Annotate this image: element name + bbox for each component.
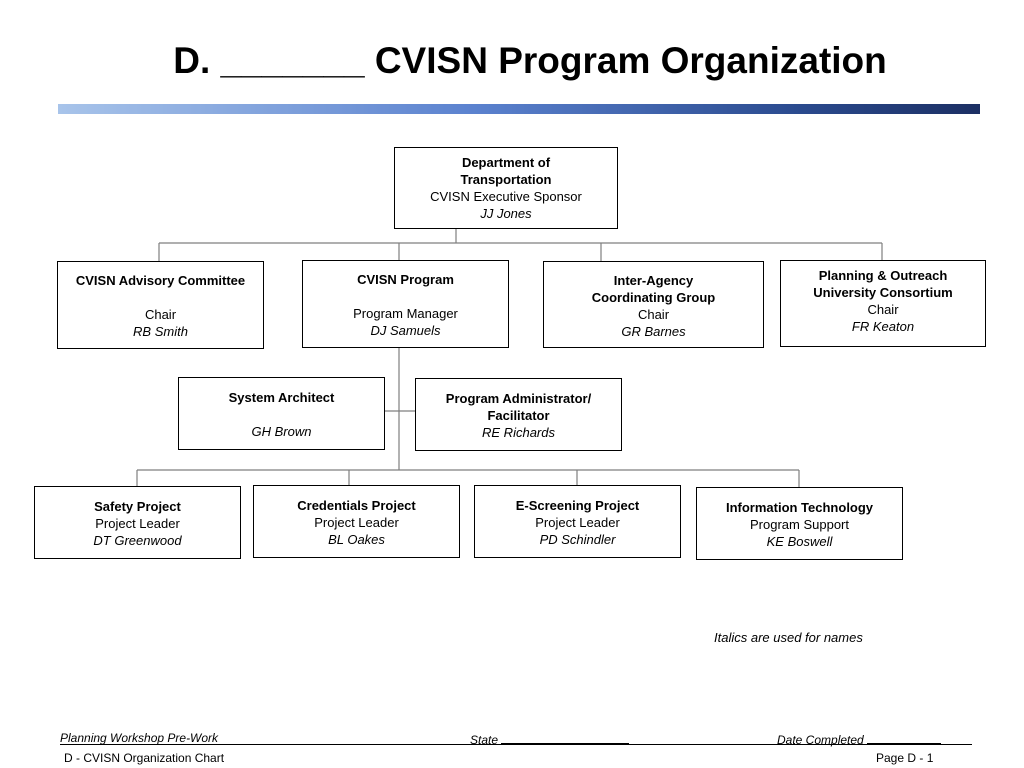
footer-date-label: Date Completed: [777, 733, 864, 747]
system-architect-box: System Architect GH Brown: [178, 377, 385, 450]
it-support-box: Information Technology Program Support K…: [696, 487, 903, 560]
dot-role: CVISN Executive Sponsor: [430, 189, 582, 204]
interagency-role: Chair: [637, 307, 670, 322]
admin-line2: Facilitator: [487, 408, 550, 423]
planning-name: FR Keaton: [851, 319, 915, 334]
advisory-name: RB Smith: [133, 324, 188, 339]
credentials-role: Project Leader: [314, 515, 399, 530]
state-blank: [501, 731, 630, 744]
safety-title: Safety Project: [94, 499, 181, 514]
footer-workshop: Planning Workshop Pre-Work: [60, 731, 218, 745]
admin-name: RE Richards: [482, 425, 555, 440]
cvisn-program-box: CVISN Program Program Manager DJ Samuels: [302, 260, 509, 348]
program-admin-box: Program Administrator/ Facilitator RE Ri…: [415, 378, 622, 451]
footer-page-number: Page D - 1: [876, 751, 934, 765]
safety-role: Project Leader: [95, 516, 180, 531]
planning-role: Chair: [867, 302, 899, 317]
planning-outreach-box: Planning & Outreach University Consortiu…: [780, 260, 986, 347]
advisory-role: Chair: [144, 307, 177, 322]
dot-line2: Transportation: [460, 172, 552, 187]
architect-name: GH Brown: [251, 424, 312, 439]
footer-chart-name: D - CVISN Organization Chart: [64, 751, 225, 765]
escreening-title: E-Screening Project: [515, 498, 640, 513]
credentials-title: Credentials Project: [297, 498, 416, 513]
interagency-group-box: Inter-Agency Coordinating Group Chair GR…: [543, 261, 764, 348]
advisory-title: CVISN Advisory Committee: [75, 273, 246, 288]
interagency-line1: Inter-Agency: [613, 273, 694, 288]
dot-line1: Department of: [461, 155, 551, 170]
admin-line1: Program Administrator/: [445, 391, 592, 406]
architect-title: System Architect: [228, 390, 335, 405]
safety-name: DT Greenwood: [93, 533, 182, 548]
italics-note: Italics are used for names: [714, 630, 863, 645]
escreening-role: Project Leader: [535, 515, 620, 530]
credentials-project-box: Credentials Project Project Leader BL Oa…: [253, 485, 460, 558]
interagency-name: GR Barnes: [621, 324, 686, 339]
escreening-project-box: E-Screening Project Project Leader PD Sc…: [474, 485, 681, 558]
dot-name: JJ Jones: [480, 206, 532, 221]
it-role: Program Support: [750, 517, 849, 532]
date-blank: [867, 731, 942, 744]
footer-state-label: State: [470, 733, 499, 747]
dot-sponsor-box: Department of Transportation CVISN Execu…: [394, 147, 618, 229]
interagency-line2: Coordinating Group: [591, 290, 716, 305]
footer-divider: [60, 744, 972, 745]
it-name: KE Boswell: [766, 534, 833, 549]
planning-line1: Planning & Outreach: [818, 268, 948, 283]
title-underline-bar: [58, 104, 980, 114]
credentials-name: BL Oakes: [328, 532, 385, 547]
planning-line2: University Consortium: [813, 285, 953, 300]
footer-state: State: [470, 731, 630, 747]
escreening-name: PD Schindler: [539, 532, 616, 547]
it-title: Information Technology: [725, 500, 874, 515]
page-title: D. _______ CVISN Program Organization: [173, 40, 887, 81]
safety-project-box: Safety Project Project Leader DT Greenwo…: [34, 486, 241, 559]
advisory-committee-box: CVISN Advisory Committee Chair RB Smith: [57, 261, 264, 349]
program-title: CVISN Program: [357, 272, 454, 287]
program-name: DJ Samuels: [370, 323, 441, 338]
program-role: Program Manager: [353, 306, 458, 321]
footer-workshop-label: Planning Workshop Pre-Work: [60, 731, 219, 745]
footer-date: Date Completed: [777, 731, 942, 747]
